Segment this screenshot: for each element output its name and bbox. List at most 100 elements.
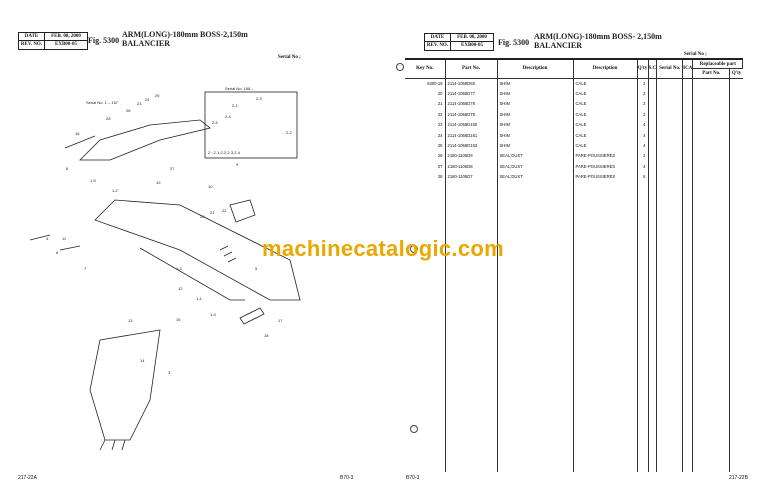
cell-qty: 2	[636, 150, 649, 162]
cell-empty	[692, 88, 731, 99]
callout: 1-5	[90, 178, 97, 183]
callout: 28	[106, 116, 111, 121]
rev-label: REV. NO.	[425, 42, 451, 50]
serial-label: Serial No ;	[684, 52, 707, 57]
cell-desc: SHIM	[496, 88, 574, 99]
callout: 1-2	[112, 188, 119, 193]
cell-qty: 4	[636, 129, 649, 141]
cell-qty: 6	[636, 171, 649, 182]
serial-label: Serial No ;	[278, 55, 301, 60]
page-footer-left: 217-22A	[18, 475, 37, 481]
callout: 23	[137, 101, 142, 106]
col-ica: ICA	[682, 58, 694, 79]
cell-part: 2114-1058D69	[444, 78, 498, 89]
cell-desc2: CALE	[572, 140, 638, 151]
cell-empty	[647, 171, 658, 182]
cell-qty: 4	[636, 161, 649, 172]
cell-desc: SHIM	[496, 98, 574, 110]
revision-box: DATE FEB. 08, 2000 REV. NO. EXB00-05	[18, 32, 88, 50]
cell-empty	[729, 88, 743, 99]
cell-desc2: CALE	[572, 98, 638, 110]
cell-empty	[647, 161, 658, 172]
cell-empty	[729, 129, 743, 141]
cell-empty	[647, 129, 658, 141]
cell-empty	[647, 150, 658, 162]
callout: 18	[264, 333, 269, 338]
cell-empty	[692, 150, 731, 162]
cell-qty: 2	[636, 109, 649, 120]
callout: 1-1	[196, 296, 203, 301]
callout: 17	[278, 318, 283, 323]
cell-part: 2180-1106D7	[444, 171, 498, 182]
cell-desc2: CALE	[572, 129, 638, 141]
cell-qty: 2	[636, 98, 649, 110]
callout: 2-2	[286, 130, 293, 135]
callout: 3	[168, 370, 171, 375]
cell-empty	[682, 109, 694, 120]
watermark: machinecatalogic.com	[262, 236, 504, 261]
callout: 24	[145, 97, 150, 102]
rev-value: EXB00-05	[55, 42, 77, 47]
cell-empty	[692, 119, 731, 130]
left-page: DATE FEB. 08, 2000 REV. NO. EXB00-05 Fig…	[18, 30, 354, 481]
callout: 12	[178, 286, 183, 291]
title-fr: BALANCIER	[122, 39, 171, 48]
cell-desc2: CALE	[572, 119, 638, 130]
col-serial-no: Serial No.	[656, 58, 684, 79]
cell-desc: SHIM	[496, 78, 574, 89]
callout: 10	[208, 184, 213, 189]
cell-key: 21	[405, 98, 446, 110]
cell-empty	[636, 181, 649, 472]
callout: 5	[255, 266, 258, 271]
cell-empty	[729, 119, 743, 130]
cell-desc: SEAL;DUST	[496, 161, 574, 172]
cell-key: 23	[405, 119, 446, 130]
cell-empty	[682, 119, 694, 130]
cell-part: 2114-1058D78	[444, 98, 498, 110]
cell-part: 2180-1106D8	[444, 161, 498, 172]
cell-empty	[405, 181, 446, 472]
cell-empty	[729, 171, 743, 182]
cell-empty	[692, 78, 731, 89]
cell-desc2: PARE-POUSSIERES	[572, 161, 638, 172]
callout: 4	[46, 236, 49, 241]
col-rep-qty: Q'ty	[729, 68, 743, 79]
page-number: B70-3	[406, 475, 420, 481]
cell-empty	[647, 109, 658, 120]
cell-empty	[656, 150, 684, 162]
cell-qty: 4	[636, 140, 649, 151]
arm-exploded-diagram: Serial No. 1 – 167 Serial No. 168 – 2 : …	[29, 86, 301, 451]
cell-empty	[682, 98, 694, 110]
callout: 15	[176, 317, 181, 322]
cell-part: 2114-1058D161	[444, 129, 498, 141]
col-description-en: Description	[496, 58, 574, 79]
callout: 13	[128, 318, 133, 323]
col-qty: Q'ty	[636, 58, 649, 79]
callout: Serial No. 1 – 167	[86, 100, 119, 105]
col-rep-part-no: Part No.	[692, 68, 731, 79]
rev-label: REV. NO.	[19, 41, 45, 49]
table-filler	[405, 181, 743, 472]
right-page: DATE FEB. 08, 2000 REV. NO. EXB00-05 Fig…	[384, 0, 768, 496]
callout: 1-4	[176, 266, 183, 271]
arm-body	[94, 199, 301, 301]
cell-key: 27	[405, 161, 446, 172]
cell-desc2: PARE-POUSSIERES	[572, 150, 638, 162]
fig-number: Fig. 5300	[498, 38, 530, 47]
col-replaceable-part: Replaceable part	[692, 58, 744, 69]
cell-empty	[729, 109, 743, 120]
cell-empty	[692, 161, 731, 172]
cell-desc2: CALE	[572, 88, 638, 99]
cell-empty	[682, 171, 694, 182]
cell-empty	[656, 181, 684, 472]
page-number: B70-3	[340, 475, 354, 481]
cell-part: 2180-1106D9	[444, 150, 498, 162]
cell-key: 25	[405, 140, 446, 151]
callout: 2 : 2-1,2-2,2-3,2-4	[208, 150, 241, 155]
cell-desc2: CALE	[572, 78, 638, 89]
cell-desc: SHIM	[496, 140, 574, 151]
callout: 1-3	[210, 312, 217, 317]
